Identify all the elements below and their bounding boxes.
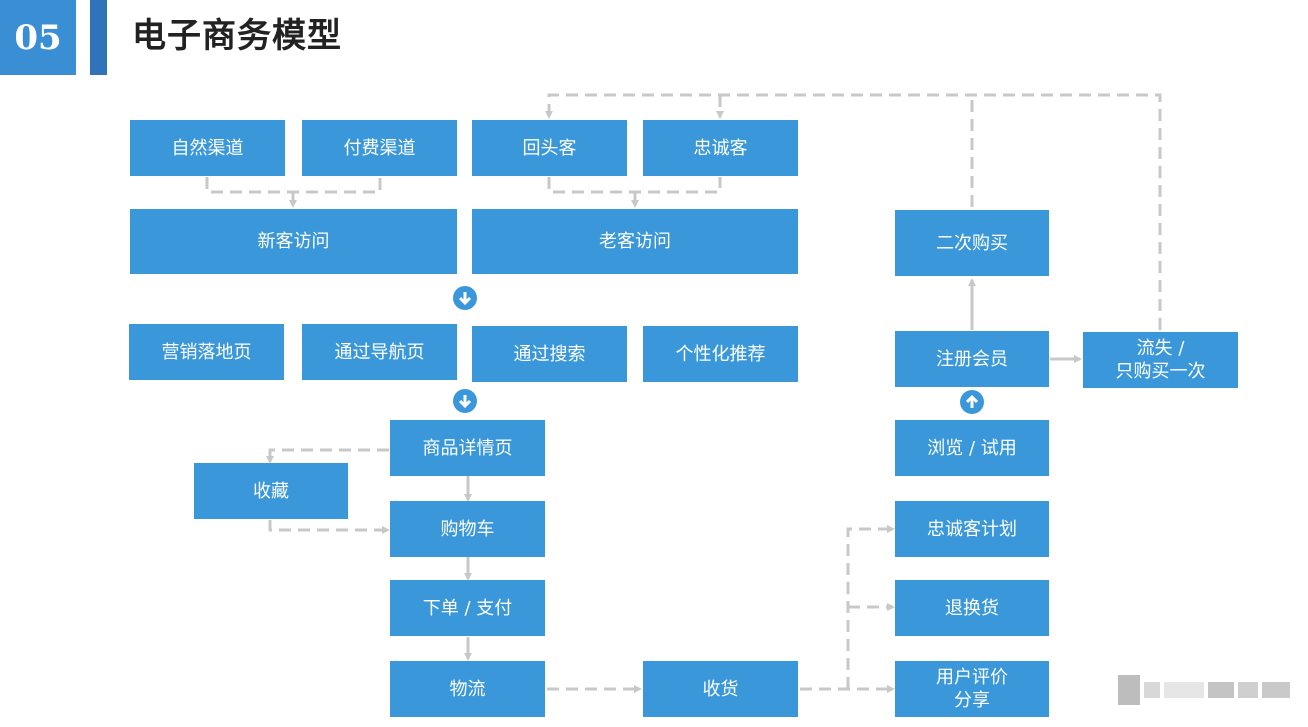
node-returning-customer: 回头客 [472,120,627,176]
node-favorite: 收藏 [194,463,348,519]
node-product-detail: 商品详情页 [390,420,545,476]
node-return-exchange: 退换货 [895,580,1049,636]
node-old-visit: 老客访问 [472,209,798,274]
node-personalized-recommendation: 个性化推荐 [643,326,798,382]
title-accent-bar [90,0,107,75]
node-order-payment: 下单 / 支付 [390,580,545,636]
node-loyalty-plan: 忠诚客计划 [895,501,1049,557]
node-paid-channel: 付费渠道 [302,120,457,176]
down-arrow-icon [453,286,477,310]
node-new-visit: 新客访问 [130,209,457,274]
node-user-review: 用户评价 分享 [895,661,1049,717]
down-arrow-icon [453,389,477,413]
node-receive: 收货 [643,661,798,717]
node-via-navigation: 通过导航页 [302,324,457,380]
node-logistics: 物流 [390,661,545,717]
page-title: 电子商务模型 [132,16,342,56]
blurred-watermark [1118,668,1300,712]
node-churn-once: 流失 / 只购买一次 [1083,332,1238,388]
node-via-search: 通过搜索 [472,326,627,382]
node-natural-channel: 自然渠道 [130,120,285,176]
up-arrow-icon [960,390,984,414]
node-register-member: 注册会员 [895,331,1049,387]
node-loyal-customer: 忠诚客 [643,120,798,176]
node-landing-page: 营销落地页 [129,324,284,380]
node-second-purchase: 二次购买 [895,210,1049,276]
node-browse-trial: 浏览 / 试用 [895,420,1049,476]
node-cart: 购物车 [390,501,545,557]
section-number: 05 [0,0,76,75]
